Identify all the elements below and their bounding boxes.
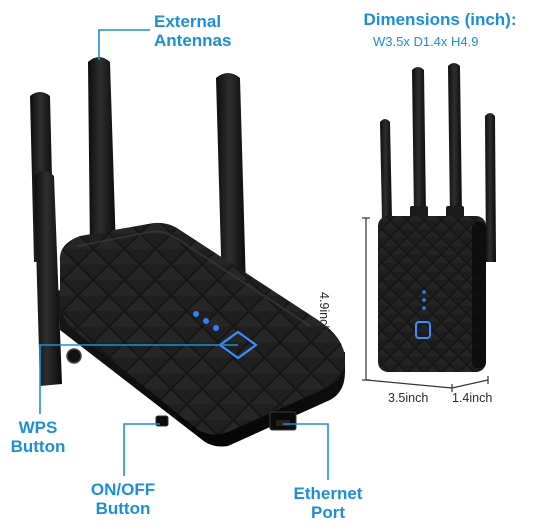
callout-wps-line2: Button <box>10 437 66 456</box>
callout-onoff: ON/OFF Button <box>84 480 162 518</box>
callout-line-antennas <box>98 29 150 60</box>
callout-ethernet-line2: Port <box>311 503 345 522</box>
callout-antennas: External Antennas <box>154 12 231 50</box>
small-device <box>378 63 496 372</box>
router-body <box>58 222 345 447</box>
callout-ethernet-line1: Ethernet <box>293 484 363 503</box>
antenna-back-center <box>88 57 116 252</box>
dimension-height: 4.9inch <box>317 292 331 333</box>
callout-line-onoff <box>123 423 160 476</box>
callout-onoff-line1: ON/OFF <box>90 480 156 499</box>
small-device-body <box>378 216 486 372</box>
antenna-front-left <box>34 171 62 386</box>
dimension-depth: 1.4inch <box>452 391 493 405</box>
dimension-width: 3.5inch <box>388 391 429 405</box>
callout-ethernet: Ethernet Port <box>284 484 372 522</box>
callout-wps: WPS Button <box>8 418 68 456</box>
dimensions-value: W3.5x D1.4x H4.9 <box>373 34 479 49</box>
callout-antennas-line1: External <box>154 12 222 31</box>
led-3 <box>213 325 219 331</box>
antenna-back-right <box>216 73 246 290</box>
callout-line-ethernet <box>283 423 329 480</box>
router-top-face <box>59 222 345 435</box>
callout-lines <box>39 29 329 480</box>
callout-line-wps <box>39 344 238 414</box>
dimensions-title: Dimensions (inch): <box>363 10 517 29</box>
wps-button-graphic <box>218 330 258 360</box>
dimension-lines <box>362 217 489 392</box>
callout-onoff-line2: Button <box>95 499 151 518</box>
callout-wps-line1: WPS <box>18 418 58 437</box>
callout-antennas-line2: Antennas <box>154 31 232 50</box>
led-1 <box>193 311 199 317</box>
led-2 <box>203 318 209 324</box>
